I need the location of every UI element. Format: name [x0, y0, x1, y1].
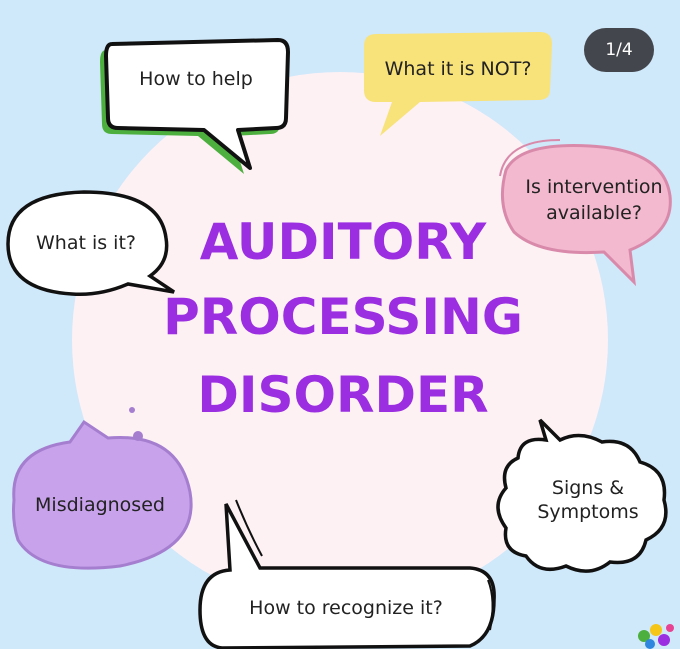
center-circle — [72, 72, 608, 608]
page-counter-badge: 1/4 — [584, 28, 654, 72]
bubble-how-to-recognize-label: How to recognize it? — [249, 597, 443, 619]
page-counter-label: 1/4 — [605, 40, 633, 60]
colorful-logo-icon — [638, 624, 674, 649]
bubble-intervention: Is intervention available? — [499, 139, 672, 287]
bubble-what-is-it: What is it? — [6, 190, 175, 297]
bubble-signs-symptoms: Signs & Symptoms — [496, 418, 668, 573]
bubble-misdiagnosed-label: Misdiagnosed — [35, 494, 165, 516]
bubble-what-it-is-not-label: What it is NOT? — [385, 58, 532, 80]
title-line-1: AUDITORY — [200, 213, 487, 271]
bubble-how-to-help-label: How to help — [139, 68, 253, 90]
main-title: AUDITORY PROCESSING DISORDER — [163, 213, 523, 424]
bubble-signs-line1: Signs & — [552, 477, 624, 499]
bubble-misdiagnosed: Misdiagnosed — [12, 407, 193, 570]
bubble-what-it-is-not: What it is NOT? — [364, 32, 552, 136]
bubble-signs-line2: Symptoms — [537, 501, 638, 523]
bubble-how-to-help: How to help — [100, 38, 290, 174]
bubble-intervention-line1: Is intervention — [525, 176, 662, 198]
bubble-how-to-recognize: How to recognize it? — [198, 499, 496, 649]
title-line-3: DISORDER — [197, 366, 488, 424]
title-line-2: PROCESSING — [163, 288, 523, 346]
bubble-what-is-it-label: What is it? — [36, 232, 136, 254]
bubble-intervention-line2: available? — [546, 202, 642, 224]
